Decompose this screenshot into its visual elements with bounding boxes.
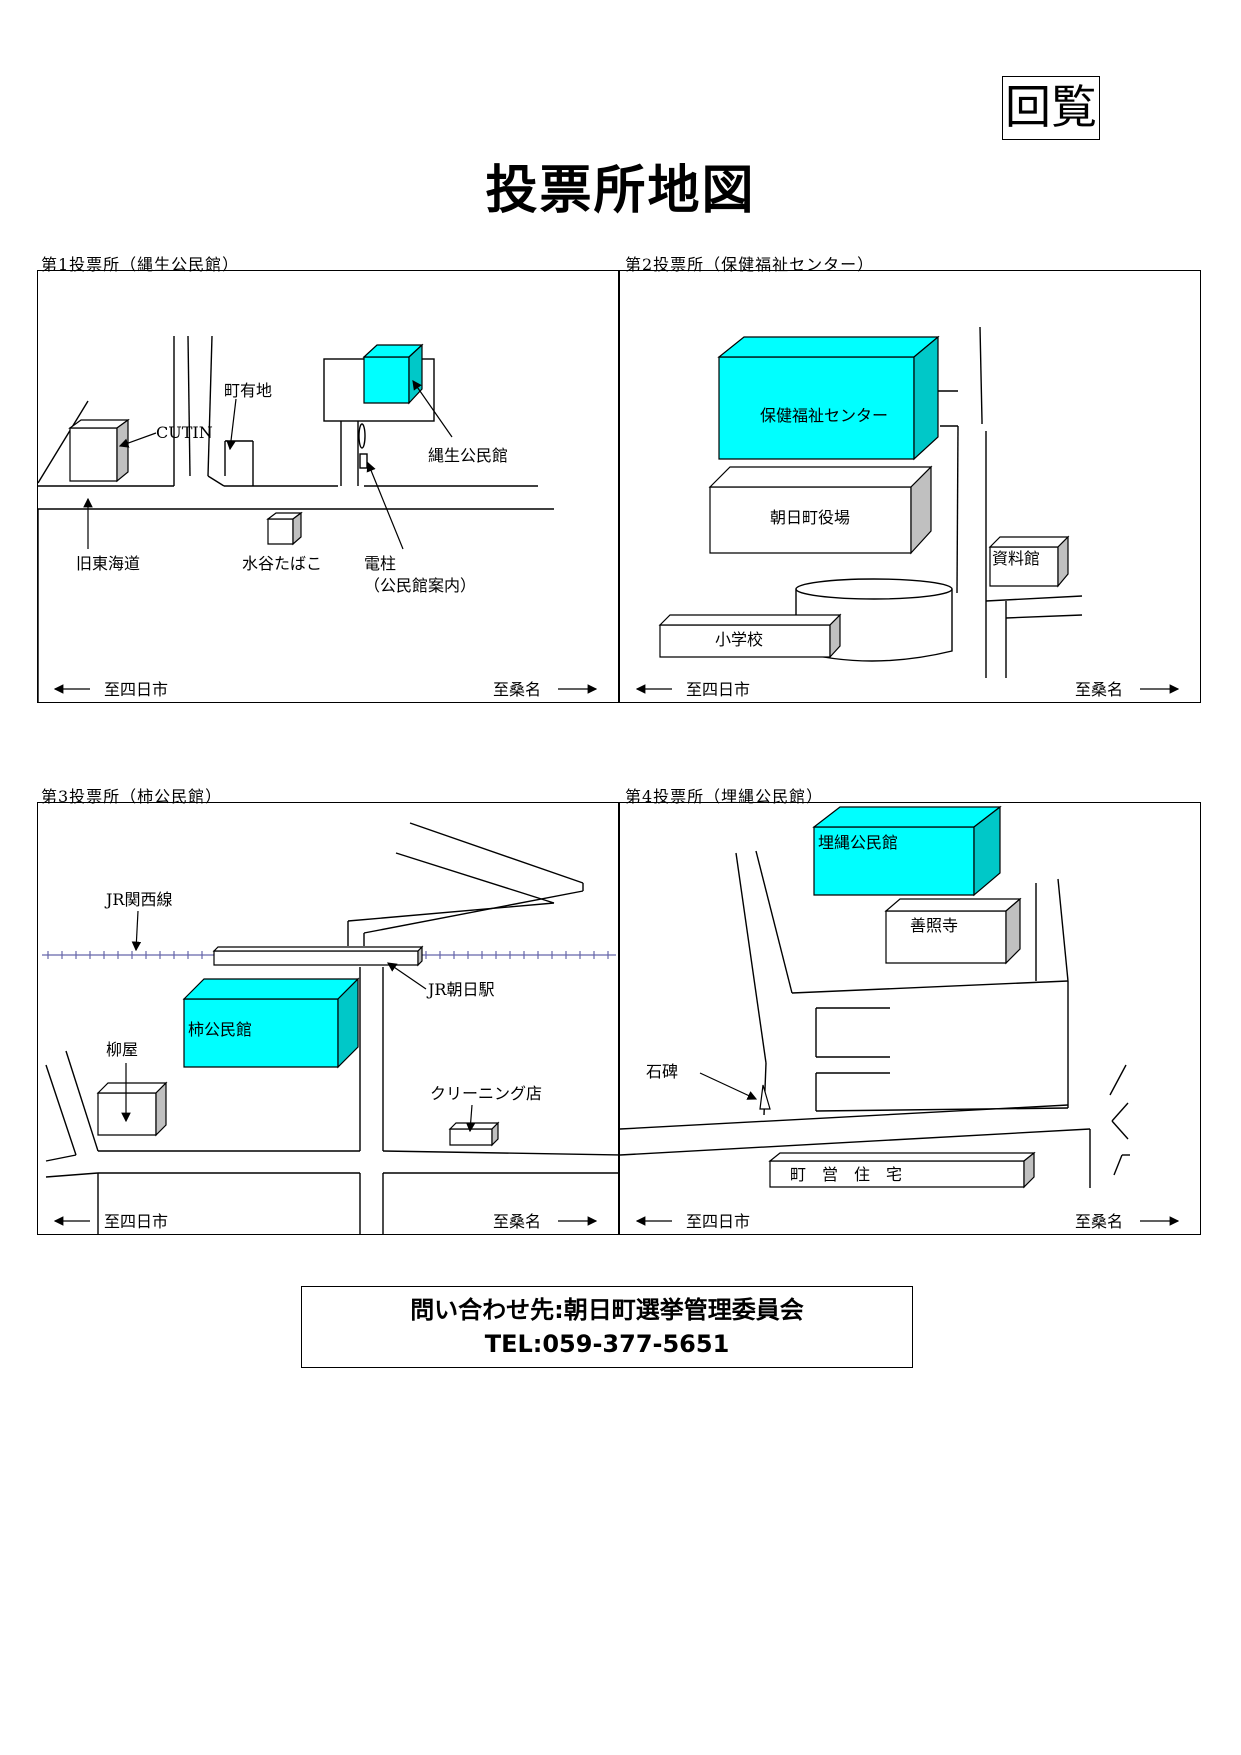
- jr-station: [212, 945, 424, 967]
- map2-caption: 第2投票所（保健福祉センター）: [625, 255, 875, 274]
- label-to-yokkaichi: 至四日市: [686, 680, 750, 699]
- map4-frame: 埋縄公民館 善照寺 石碑 町 営 住 宅 至四日市 至桑名: [619, 802, 1201, 1235]
- map1-frame: CUTIN 町有地 縄生公民館 旧東海道 水谷たばこ 電柱 （公民館案内） 至四…: [37, 270, 619, 703]
- label-umenawa-kominkan: 埋縄公民館: [818, 833, 898, 852]
- map2-frame: 保健福祉センター 朝日町役場 資料館 小学校 至四日市 至桑名: [619, 270, 1201, 703]
- map3-frame: JR関西線 JR朝日駅 柿公民館 柳屋 クリーニング店 至四日市 至桑名: [37, 802, 619, 1235]
- map2-svg: 保健福祉センター 朝日町役場 資料館 小学校 至四日市 至桑名: [635, 326, 1180, 699]
- kairan-stamp: 回覧: [1002, 76, 1100, 140]
- map4-svg: 埋縄公民館 善照寺 石碑 町 営 住 宅 至四日市 至桑名: [620, 805, 1180, 1231]
- page-title: 投票所地図: [485, 161, 756, 221]
- map1-caption: 第1投票所（縄生公民館）: [41, 255, 240, 274]
- label-yakuba: 朝日町役場: [770, 508, 850, 527]
- label-cleaning: クリーニング店: [430, 1084, 542, 1103]
- label-denchu: 電柱: [364, 554, 396, 573]
- label-nao-kominkan: 縄生公民館: [428, 446, 508, 465]
- label-to-kuwana: 至桑名: [1075, 1212, 1123, 1231]
- label-mizutani: 水谷たばこ: [242, 554, 322, 573]
- umenawa-kominkan-building: [812, 805, 1002, 897]
- contact-line1: 問い合わせ先:朝日町選挙管理委員会: [410, 1296, 804, 1324]
- label-to-yokkaichi: 至四日市: [686, 1212, 750, 1231]
- map3-svg: JR関西線 JR朝日駅 柿公民館 柳屋 クリーニング店 至四日市 至桑名: [42, 822, 618, 1234]
- label-hoken-center: 保健福祉センター: [760, 406, 888, 425]
- map3-caption: 第3投票所（柿公民館）: [41, 787, 223, 806]
- label-to-kuwana: 至桑名: [493, 680, 541, 699]
- sekihi-monument: [759, 1084, 771, 1110]
- label-to-kuwana: 至桑名: [1075, 680, 1123, 699]
- label-chouyuuchi: 町有地: [224, 381, 272, 400]
- label-to-kuwana: 至桑名: [493, 1212, 541, 1231]
- contact-phone: TEL:059-377-5651: [484, 1330, 730, 1358]
- yanagiya-building: [96, 1081, 168, 1137]
- label-yanagiya: 柳屋: [106, 1040, 138, 1059]
- map4-caption: 第4投票所（埋縄公民館）: [625, 787, 824, 806]
- cleaning-building: [448, 1121, 500, 1147]
- label-shogakko: 小学校: [715, 630, 763, 649]
- zenshoji-building: [884, 897, 1022, 965]
- label-zenshoji: 善照寺: [910, 916, 958, 935]
- label-old-tokaido: 旧東海道: [76, 554, 140, 573]
- label-shiryokan: 資料館: [992, 549, 1040, 568]
- cutin-building: [68, 418, 130, 483]
- hoken-center-building: [717, 335, 940, 461]
- contact-box: 問い合わせ先:朝日町選挙管理委員会 TEL:059-377-5651: [301, 1286, 913, 1368]
- label-to-yokkaichi: 至四日市: [104, 680, 168, 699]
- label-choei-jutaku: 町 営 住 宅: [790, 1165, 902, 1184]
- yakuba-building: [708, 465, 933, 555]
- label-sekihi: 石碑: [646, 1062, 678, 1081]
- choei-jutaku-building: [768, 1151, 1036, 1189]
- mizutani-building: [266, 511, 303, 546]
- label-jr-station: JR朝日駅: [426, 980, 494, 999]
- kaki-kominkan-building: [182, 977, 360, 1069]
- label-cutin: CUTIN: [156, 423, 213, 442]
- label-kaki-kominkan: 柿公民館: [188, 1020, 252, 1039]
- map1-svg: CUTIN 町有地 縄生公民館 旧東海道 水谷たばこ 電柱 （公民館案内） 至四…: [38, 335, 598, 702]
- shiryokan-building: [988, 535, 1070, 588]
- nao-kominkan-building: [362, 343, 424, 405]
- label-to-yokkaichi: 至四日市: [104, 1212, 168, 1231]
- shogakko-building: [658, 613, 842, 659]
- label-jr-line: JR関西線: [104, 890, 172, 909]
- label-denchu-note: （公民館案内）: [364, 576, 476, 595]
